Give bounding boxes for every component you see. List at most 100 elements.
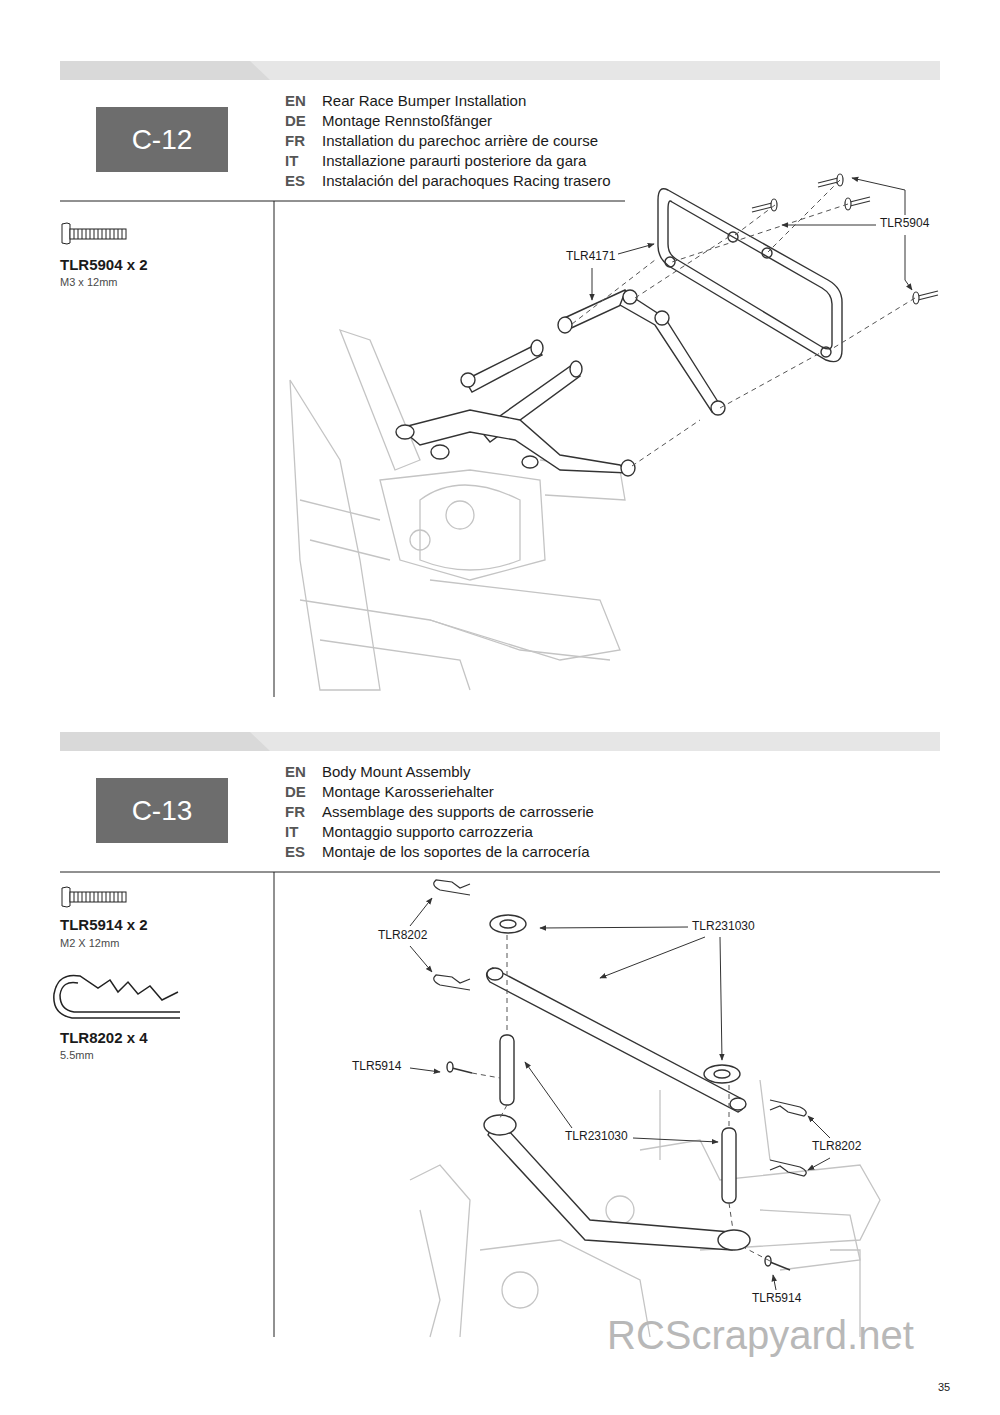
language-code: EN [285,92,306,109]
drawing-line [500,1105,507,1118]
drawing-ellipse [461,373,475,387]
part-size: M2 X 12mm [60,937,119,950]
drawing-line [472,1073,500,1078]
drawing-line [507,935,508,1035]
rear-bumper [658,189,842,362]
language-code: FR [285,132,305,149]
drawing-path [434,880,470,895]
drawing-path [465,345,542,392]
drawing-line [720,352,822,408]
drawing-path [850,197,870,206]
language-code: DE [285,112,306,129]
drawing-path [62,887,70,907]
language-code: IT [285,152,298,169]
drawing-path [250,61,940,80]
drawing-ellipse [704,1065,740,1083]
drawing-path [300,500,390,560]
part-callout: TLR8202 [812,1140,861,1154]
step-heading: Instalación del parachoques Racing trase… [322,172,611,189]
drawing-rect [60,732,940,751]
drawing-line [60,872,940,873]
dashed-guides [472,935,770,1261]
language-code: DE [285,783,306,800]
part-count: TLR5914 x 2 [60,916,148,933]
drawing-rect [70,229,126,239]
drawing-path [918,291,938,300]
drawing-circle [606,1196,634,1224]
chassis-drawing [290,330,625,690]
drawing-path [668,201,832,349]
divider-lines [60,201,940,1337]
drawing-line [808,1116,830,1138]
drawing-path [340,330,420,470]
drawing-line [729,1085,730,1128]
drawing-path [658,189,842,362]
rear-strut-parts [396,290,725,476]
drawing-line [410,1068,440,1072]
drawing-path [770,1160,806,1176]
drawing-path [852,178,905,215]
drawing-rect [500,1035,514,1105]
drawing-line [572,260,655,324]
screws [752,174,938,304]
part-size: M3 x 12mm [60,276,117,289]
language-code: ES [285,172,305,189]
drawing-line [830,298,915,350]
step-heading: Assemblage des supports de carrosserie [322,803,594,820]
drawing-circle [821,347,831,357]
body-mount-parts [447,915,790,1270]
drawing-path [74,892,122,902]
drawing-path [420,485,520,570]
part-callout: TLR8202 [378,929,427,943]
drawing-ellipse [490,915,526,933]
clips [434,880,807,1176]
drawing-line [410,946,432,972]
drawing-ellipse [730,1098,746,1110]
watermark: RCScrapyard.net [607,1312,914,1358]
language-code: IT [285,823,298,840]
part-callout: TLR231030 [565,1130,628,1144]
drawing-path [620,292,720,412]
drawing-path [400,410,628,473]
drawing-line [60,201,625,202]
drawing-path [290,380,380,690]
drawing-line [525,1062,572,1128]
drawing-path [54,975,180,1018]
drawing-path [74,229,122,239]
drawing-line [808,1158,830,1170]
drawing-path [905,235,912,290]
drawing-ellipse [531,340,543,356]
drawing-path [320,640,470,690]
language-code: ES [285,843,305,860]
step-heading: Installazione paraurti posteriore da gar… [322,152,586,169]
drawing-path [60,983,180,1013]
drawing-path [434,975,470,990]
drawing-line [768,180,840,252]
page-number: 35 [938,1381,950,1394]
part-count: TLR5904 x 2 [60,256,148,273]
drawing-path [300,600,610,660]
drawing-path [487,968,744,1112]
language-code: EN [285,763,306,780]
step-heading: Rear Race Bumper Installation [322,92,526,109]
language-code: FR [285,803,305,820]
drawing-path [380,470,545,580]
drawing-line [540,927,688,928]
step-heading: Installation du parechoc arrière de cour… [322,132,598,149]
drawing-rect [722,1128,736,1203]
drawing-rect [70,892,126,902]
drawing-line [274,872,275,1337]
drawing-line [672,204,848,262]
step-heading: Montage Karosseriehalter [322,783,494,800]
drawing-path [250,732,940,751]
drawing-path [752,203,772,212]
drawing-ellipse [447,1062,453,1072]
drawing-line [773,1275,776,1290]
drawing-ellipse [570,361,582,377]
leader-lines [410,898,830,1290]
drawing-path [430,580,620,660]
drawing-line [633,1138,718,1142]
drawing-path [62,223,70,244]
drawing-path [818,178,838,187]
drawing-ellipse [558,317,572,333]
